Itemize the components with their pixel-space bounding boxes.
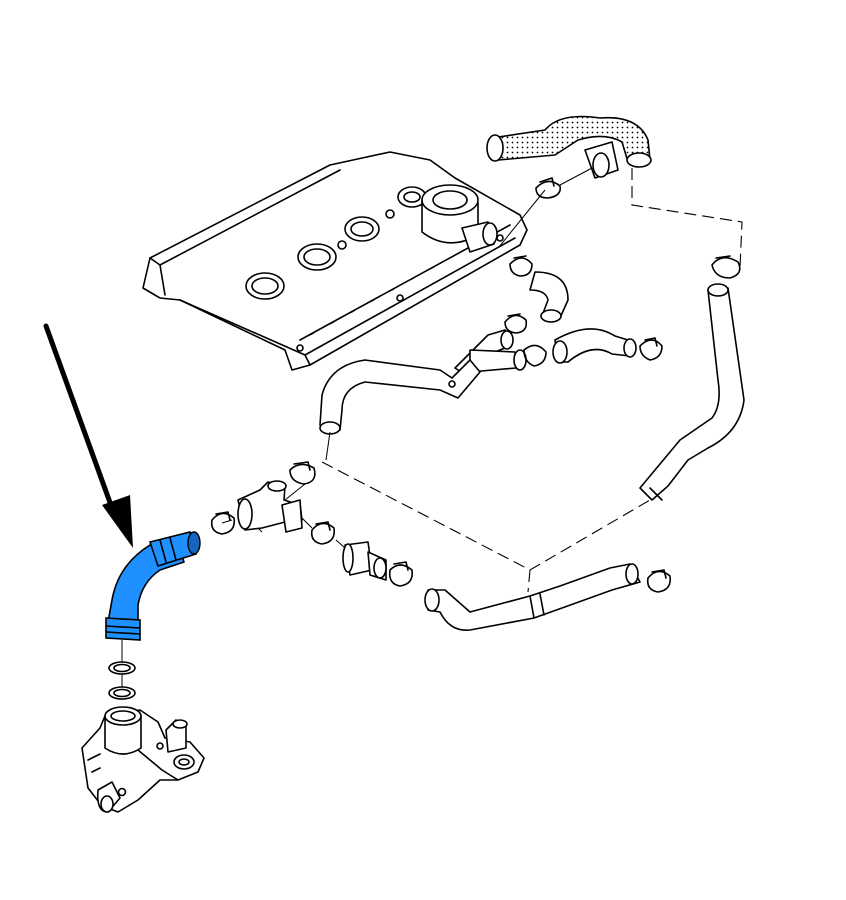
t-piece-fittings: [210, 461, 414, 587]
small-hoses-cluster: [454, 255, 663, 379]
valve-cover: [142, 151, 528, 371]
highlighted-coolant-hose[interactable]: [105, 531, 201, 641]
o-rings: [108, 640, 136, 700]
middle-long-hose: [319, 359, 481, 461]
pointer-arrow: [43, 323, 133, 548]
coolant-flange-housing: [81, 706, 205, 813]
assembly-guide-lines: [321, 461, 651, 593]
right-long-hose: [631, 168, 745, 501]
lower-long-hose: [424, 563, 672, 631]
upper-breather-hose: [486, 115, 652, 248]
